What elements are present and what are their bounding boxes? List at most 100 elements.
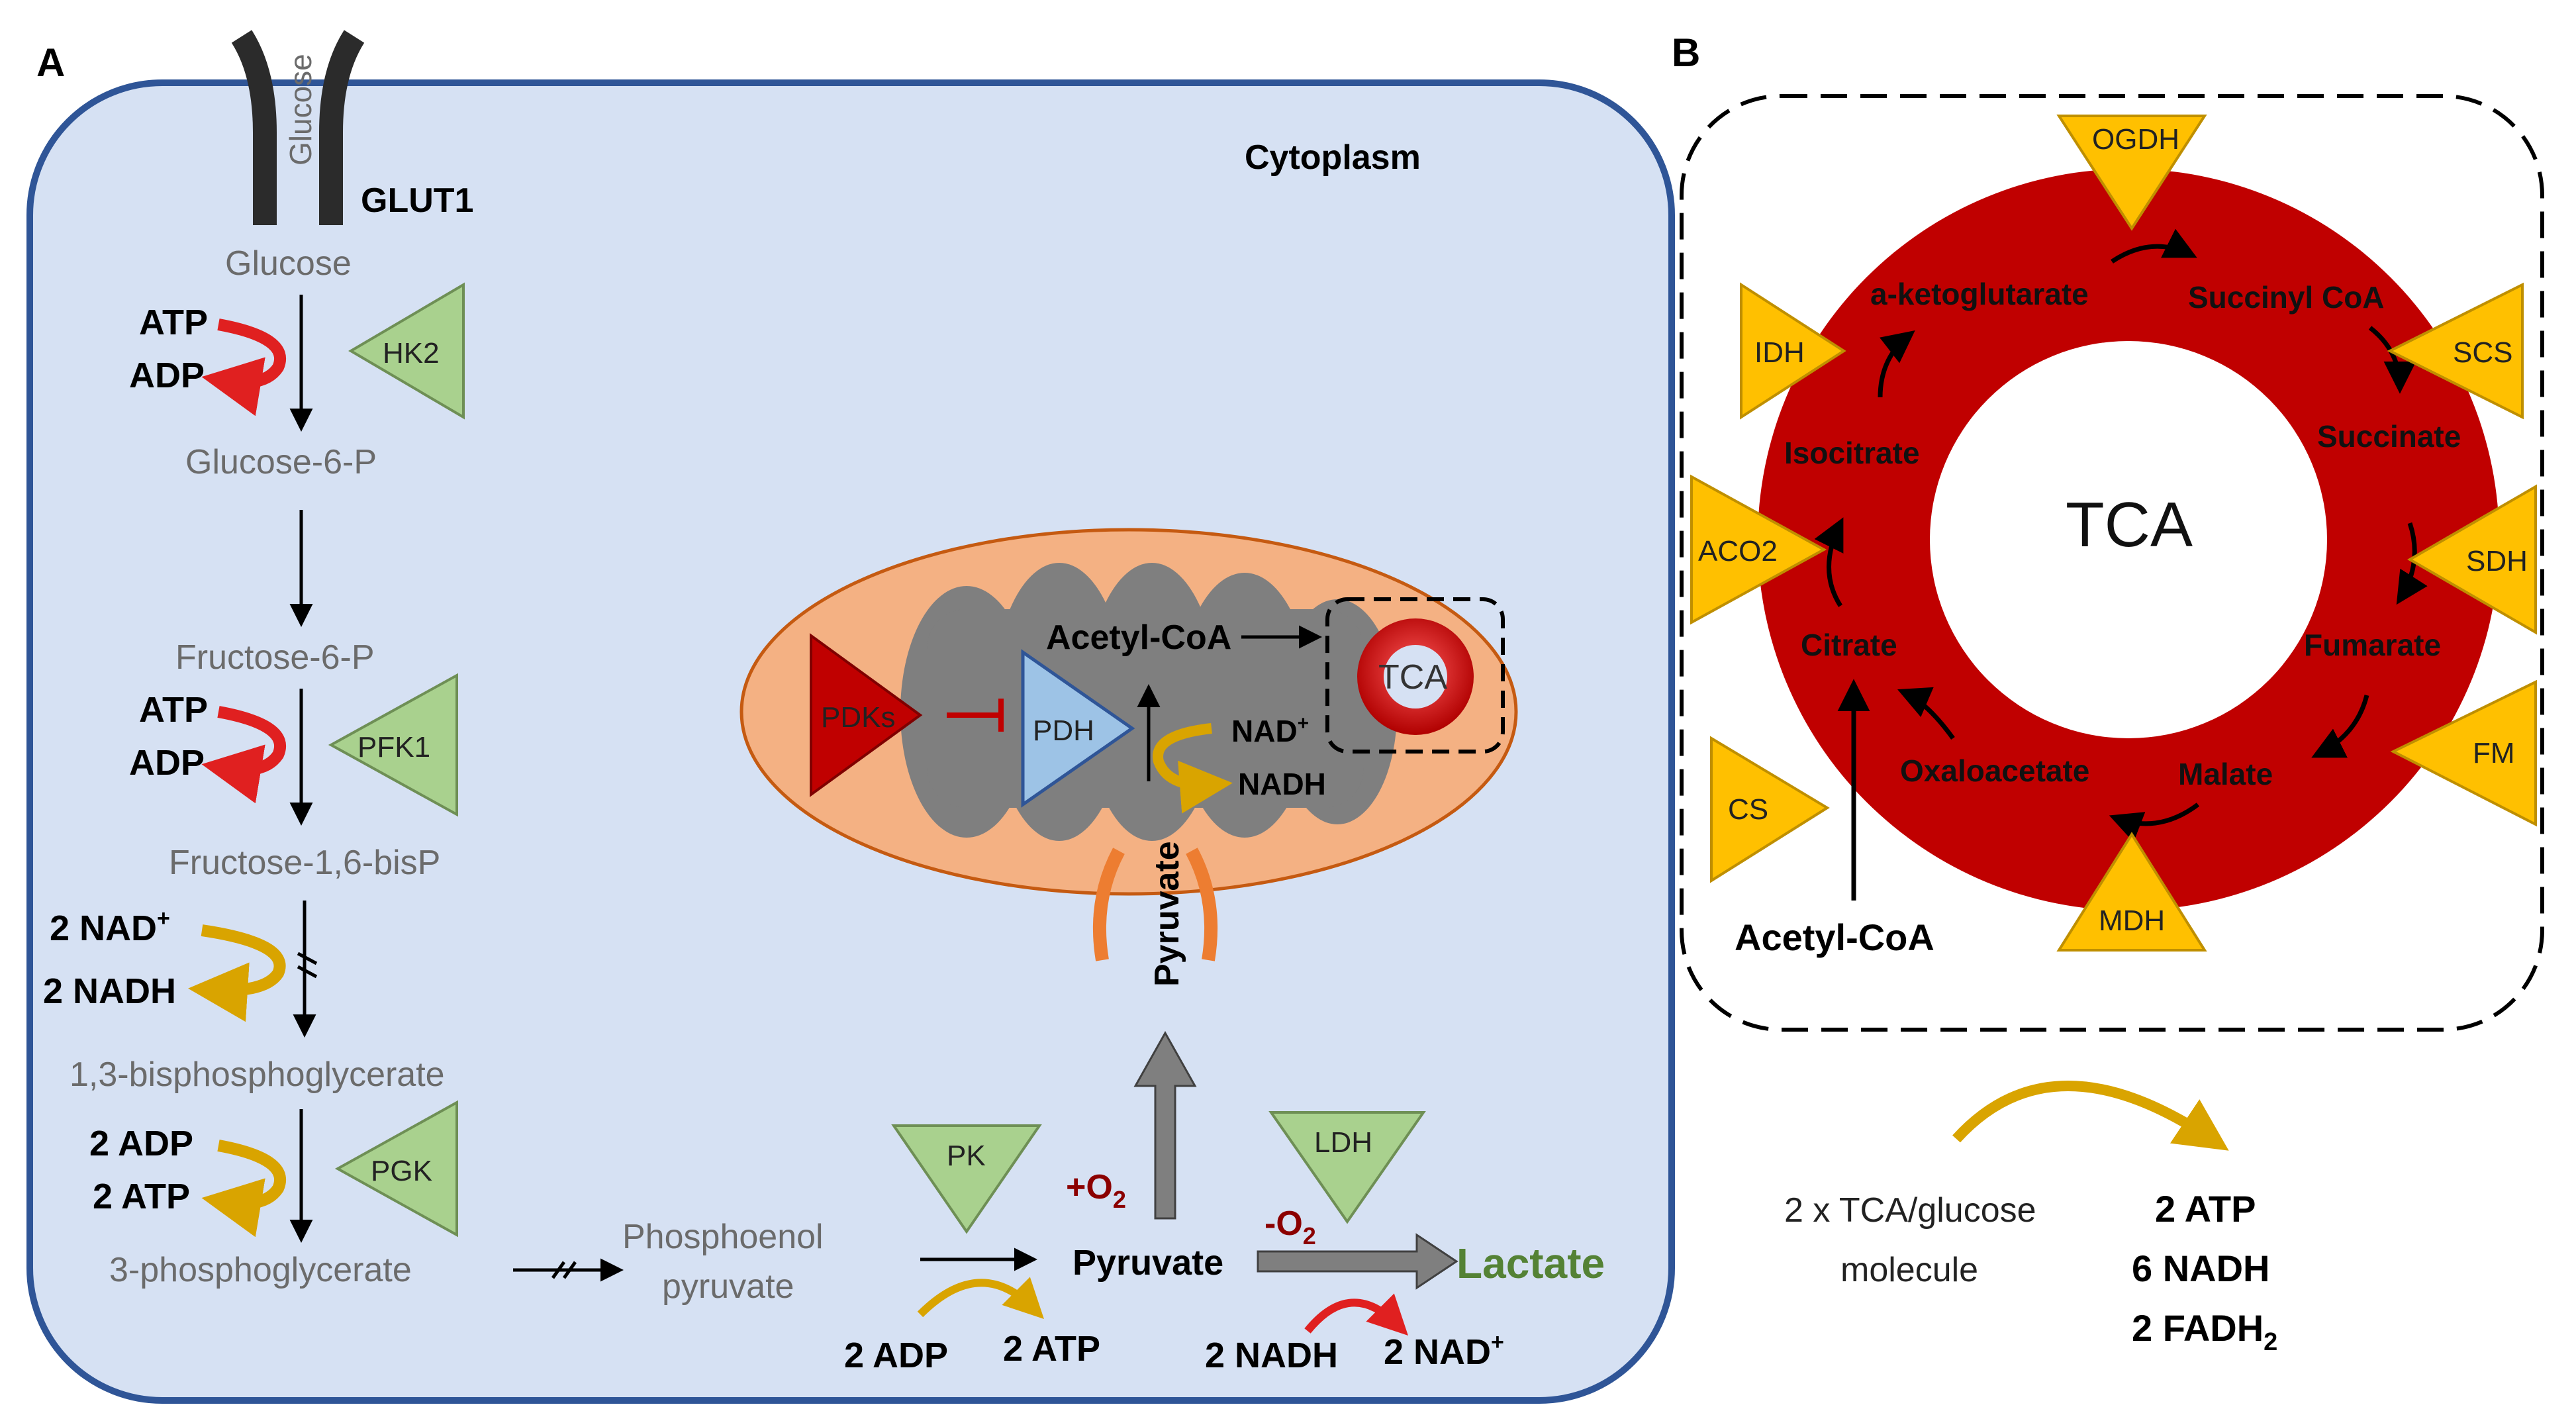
enzyme-fm: FM: [2390, 679, 2537, 827]
glycolysis-arrows: [289, 295, 1037, 1282]
metabolite-3-phosphoglycerate: 3-phosphoglycerate: [109, 1251, 412, 1289]
glut1-label: GLUT1: [361, 181, 473, 220]
enzyme-aco2: ACO2: [1690, 474, 1827, 625]
enzyme-pgk-label: PGK: [371, 1155, 432, 1187]
oxygen-minus: -O2: [1264, 1204, 1316, 1249]
tca-succinyl-coa: Succinyl CoA: [2188, 280, 2385, 315]
enzyme-sdh: SDH: [2407, 484, 2537, 635]
enzyme-idh-label: IDH: [1754, 336, 1805, 369]
yield-fadh2: 2 FADH2: [2132, 1307, 2277, 1356]
glucose-transport-label: Glucose: [283, 54, 318, 166]
enzyme-mdh: MDH: [2056, 832, 2207, 952]
metabolite-lactate: Lactate: [1456, 1240, 1605, 1287]
cofactor-2nad: 2 NAD+: [50, 906, 170, 948]
gray-arrow-up: [1133, 1030, 1197, 1220]
metabolite-fructose-1-6-bisp: Fructose-1,6-bisP: [169, 844, 440, 882]
enzyme-pk: PK: [891, 1124, 1042, 1234]
gold-arrow-gapdh: [188, 924, 286, 1022]
tca-cycle-arrows: [1814, 228, 2428, 901]
metabolite-fructose-6-p: Fructose-6-P: [175, 638, 375, 677]
yield-label-line2: molecule: [1840, 1251, 1978, 1289]
gold-arrow-pdh: [1153, 723, 1233, 814]
metabolite-glucose-6-p: Glucose-6-P: [185, 443, 377, 481]
metabolite-1-3-bisphosphoglycerate: 1,3-bisphosphoglycerate: [70, 1055, 445, 1094]
panel-a-label: A: [36, 40, 65, 85]
tca-isocitrate: Isocitrate: [1784, 436, 1920, 470]
tca-oxaloacetate: Oxaloacetate: [1900, 754, 2089, 788]
enzyme-pk-label: PK: [947, 1140, 986, 1172]
enzyme-aco2-label: ACO2: [1698, 535, 1778, 567]
mito-nad: NAD+: [1231, 712, 1309, 748]
mito-nadh: NADH: [1238, 767, 1326, 801]
cofactor-atp-pfk1: ATP: [139, 690, 208, 730]
tca-citrate: Citrate: [1801, 628, 1897, 662]
tca-malate: Malate: [2178, 757, 2273, 791]
mito-pyruvate-channel-left: [1092, 848, 1125, 961]
cytoplasm-label: Cytoplasm: [1245, 138, 1421, 177]
cofactor-2atp-pgk: 2 ATP: [93, 1177, 190, 1216]
metabolite-pyruvate: Pyruvate: [1073, 1243, 1223, 1283]
tca-boundary: [1680, 94, 2544, 1032]
red-arrow-hk2: [201, 318, 287, 416]
tca-fumarate: Fumarate: [2304, 628, 2441, 662]
oxygen-plus: +O2: [1066, 1168, 1126, 1213]
cofactor-2atp-pk: 2 ATP: [1003, 1329, 1100, 1369]
enzyme-ogdh: OGDH: [2056, 115, 2207, 231]
red-arrow-pfk1: [201, 706, 287, 804]
enzyme-hk2: HK2: [348, 282, 465, 420]
enzyme-hk2-label: HK2: [383, 337, 440, 369]
cofactor-atp-hk2: ATP: [139, 303, 208, 342]
mini-tca-box: [1325, 597, 1505, 754]
enzyme-scs-label: SCS: [2453, 336, 2512, 369]
enzyme-ldh-label: LDH: [1314, 1126, 1372, 1159]
glut1-transporter: Glucose: [231, 30, 365, 225]
enzyme-pfk1: PFK1: [328, 673, 458, 817]
yield-atp: 2 ATP: [2155, 1188, 2256, 1230]
tca-succinate: Succinate: [2317, 419, 2461, 454]
mito-acetyl-coa: Acetyl-CoA: [1046, 618, 1231, 657]
tca-acetyl-coa-entry: Acetyl-CoA: [1735, 916, 1934, 958]
enzyme-sdh-label: SDH: [2466, 545, 2528, 577]
metabolite-glucose: Glucose: [225, 244, 352, 283]
yield-nadh: 6 NADH: [2132, 1247, 2269, 1289]
enzyme-pdks-label: PDKs: [821, 701, 895, 734]
cofactor-2adp-pk: 2 ADP: [844, 1336, 948, 1375]
cofactor-adp-pfk1: ADP: [129, 743, 205, 783]
cofactor-adp-hk2: ADP: [129, 356, 205, 395]
gray-arrow-right: [1257, 1233, 1458, 1290]
enzyme-ldh: LDH: [1268, 1111, 1426, 1224]
enzyme-mdh-label: MDH: [2099, 904, 2165, 937]
mini-tca-label: TCA: [1378, 658, 1447, 697]
enzyme-pdks: PDKs: [810, 633, 923, 797]
gold-arrow-pgk: [201, 1140, 287, 1238]
cofactor-2nad-ldh: 2 NAD+: [1384, 1330, 1504, 1372]
enzyme-ogdh-label: OGDH: [2092, 123, 2179, 156]
cofactor-2nadh: 2 NADH: [43, 971, 176, 1011]
enzyme-idh: IDH: [1740, 282, 1846, 420]
tca-a-ketoglutarate: a-ketoglutarate: [1870, 277, 2089, 311]
gold-arrow-yield: [1952, 1081, 2229, 1151]
tca-center-label: TCA: [2066, 489, 2193, 560]
enzyme-scs: SCS: [2387, 282, 2524, 420]
enzyme-pdh: PDH: [1021, 649, 1135, 808]
yield-label-line1: 2 x TCA/glucose: [1784, 1191, 2036, 1230]
mini-tca-ring: TCA: [1357, 618, 1474, 735]
enzyme-cs-label: CS: [1728, 793, 1768, 826]
mitochondrion: [739, 528, 1518, 896]
pyruvate-vertical-label: Pyruvate: [1148, 841, 1186, 987]
enzyme-pgk: PGK: [334, 1100, 458, 1238]
enzyme-pfk1-label: PFK1: [358, 731, 430, 763]
red-arrow-ldh: [1304, 1293, 1408, 1336]
metabolite-pyruvate-pep: pyruvate: [662, 1267, 794, 1306]
enzyme-cs: CS: [1710, 736, 1830, 883]
enzyme-pdh-label: PDH: [1033, 714, 1094, 747]
cofactor-2adp-pgk: 2 ADP: [89, 1124, 193, 1163]
panel-b-label: B: [1672, 30, 1700, 75]
pdk-inhibition: [947, 699, 1004, 732]
enzyme-fm-label: FM: [2473, 737, 2515, 769]
gold-arrow-pk: [917, 1277, 1044, 1319]
mito-pyruvate-channel-right: [1186, 848, 1218, 961]
cofactor-2nadh-ldh: 2 NADH: [1205, 1336, 1338, 1375]
metabolite-phosphoenol: Phosphoenol: [622, 1218, 824, 1256]
